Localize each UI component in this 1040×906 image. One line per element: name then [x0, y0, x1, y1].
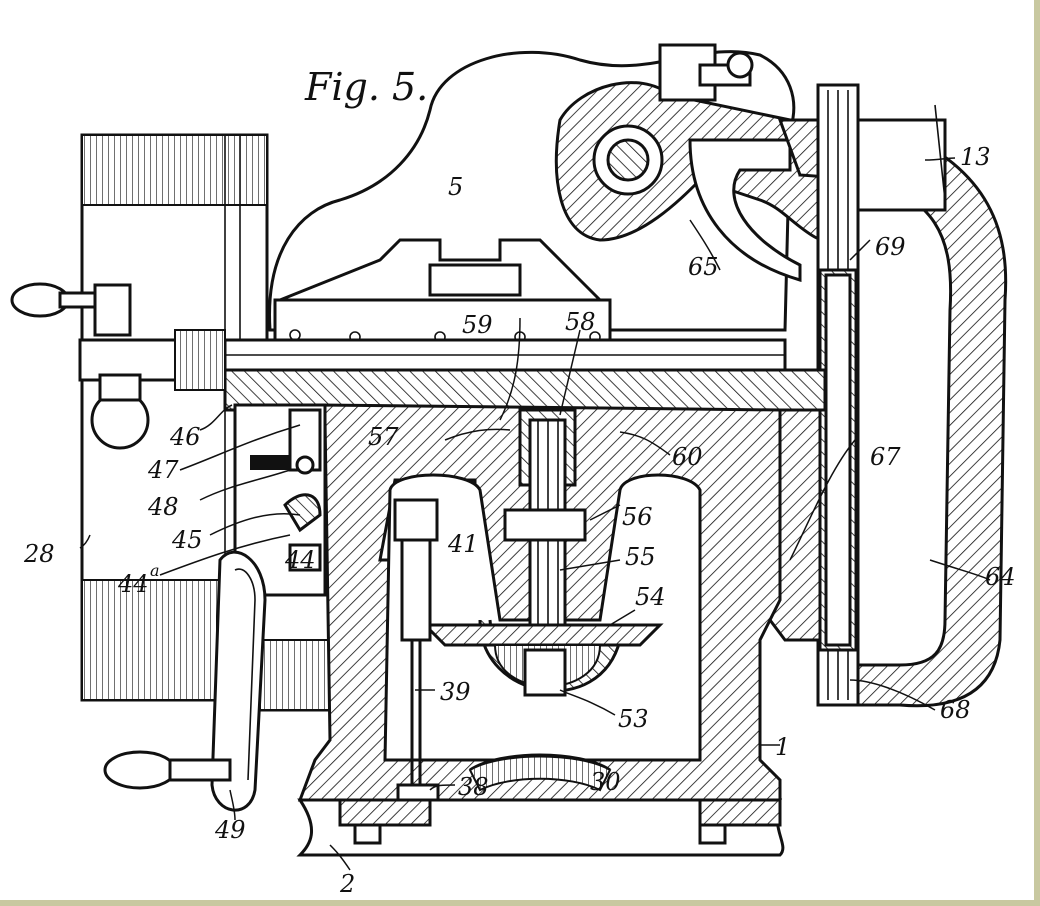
ref-38: 38	[458, 773, 489, 801]
gear-segment-30	[468, 753, 612, 792]
ref-44a: 44	[117, 570, 149, 598]
ref-39: 39	[440, 678, 471, 706]
ref-57: 57	[368, 423, 399, 451]
bell-crank-65	[554, 43, 852, 282]
ref-44: 44	[284, 546, 316, 574]
ref-5: 5	[448, 173, 463, 201]
ref-41: 41	[447, 530, 479, 558]
ref-49: 49	[214, 816, 246, 844]
ref-2: 2	[339, 870, 355, 898]
ref-53: 53	[618, 705, 649, 733]
ref-46: 46	[169, 423, 201, 451]
base-2	[296, 798, 785, 857]
ref-65: 65	[688, 253, 719, 281]
ref-54: 54	[635, 583, 666, 611]
clamp-lever	[10, 282, 227, 450]
ref-55: 55	[625, 543, 656, 571]
ref-1: 1	[775, 733, 790, 761]
bracket-64	[777, 104, 1008, 708]
cross-rail	[223, 338, 827, 412]
bevel-gear-54	[421, 623, 664, 647]
ref-44a-superscript: a	[150, 561, 160, 580]
ref-28: 28	[23, 540, 55, 568]
hand-crank-49	[103, 550, 267, 812]
ref-59: 59	[462, 311, 493, 339]
ref-68: 68	[940, 696, 971, 724]
ref-47: 47	[147, 456, 179, 484]
scan-border-bottom	[0, 900, 1040, 906]
bevel-pinion-53	[493, 644, 602, 697]
ref-67: 67	[870, 443, 901, 471]
ref-56: 56	[622, 503, 653, 531]
ref-60: 60	[672, 443, 703, 471]
ref-48: 48	[147, 493, 179, 521]
ref-58: 58	[565, 308, 596, 336]
figure-title: Fig. 5.	[304, 65, 428, 109]
ref-45: 45	[171, 526, 203, 554]
ref-13: 13	[960, 143, 991, 171]
ref-64: 64	[985, 563, 1016, 591]
rod-39	[393, 498, 440, 807]
ref-69: 69	[875, 233, 906, 261]
scan-border-right	[1034, 0, 1040, 906]
ref-30: 30	[590, 768, 621, 796]
leader-lines	[79, 157, 991, 871]
